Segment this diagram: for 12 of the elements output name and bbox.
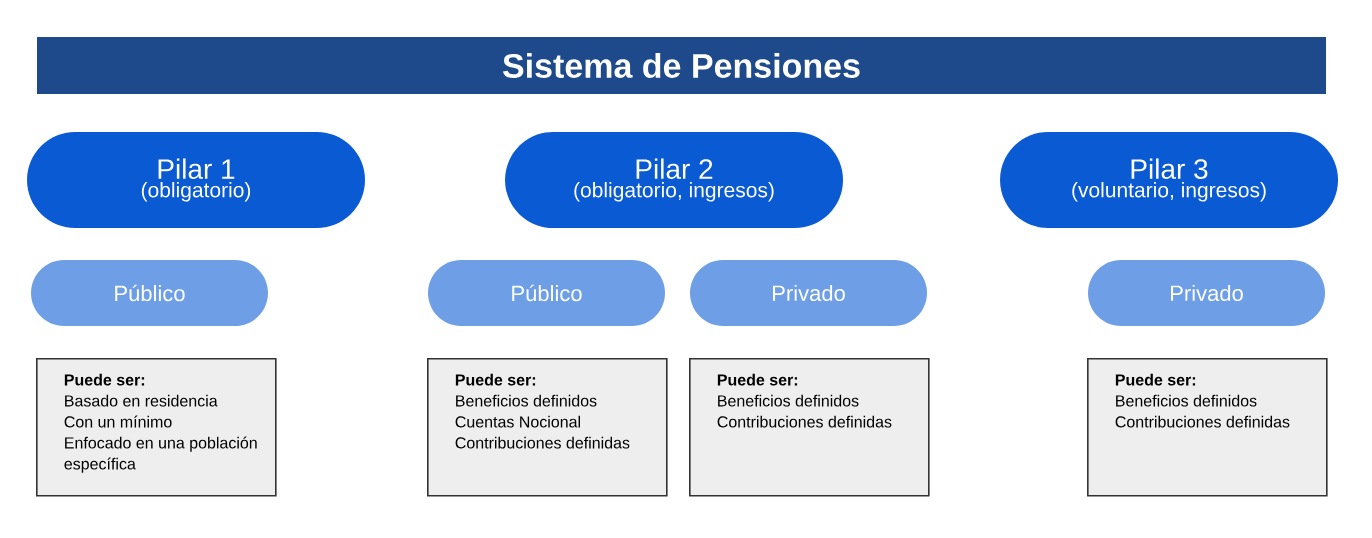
sector-pill: Público <box>31 260 268 326</box>
sector-pill: Privado <box>1088 260 1325 326</box>
pillar-pill: Pilar 1 (obligatorio) <box>27 132 365 228</box>
description-box: Puede ser: Basado en residencia Con un mínimo Enfocado en una población específica <box>36 358 277 497</box>
sector-pill: Privado <box>690 260 927 326</box>
sector-pill: Público <box>428 260 665 326</box>
title-band: Sistema de Pensiones <box>37 37 1326 94</box>
pillar-pill: Pilar 3 (voluntario, ingresos) <box>1000 132 1338 228</box>
description-box: Puede ser: Beneficios definidos Cuentas Nocional Contribuciones definidas <box>427 358 668 497</box>
description-box: Puede ser: Beneficios definidos Contribuciones definidas <box>1087 358 1328 497</box>
description-box: Puede ser: Beneficios definidos Contribuciones definidas <box>689 358 930 497</box>
pillar-pill: Pilar 2 (obligatorio, ingresos) <box>505 132 843 228</box>
